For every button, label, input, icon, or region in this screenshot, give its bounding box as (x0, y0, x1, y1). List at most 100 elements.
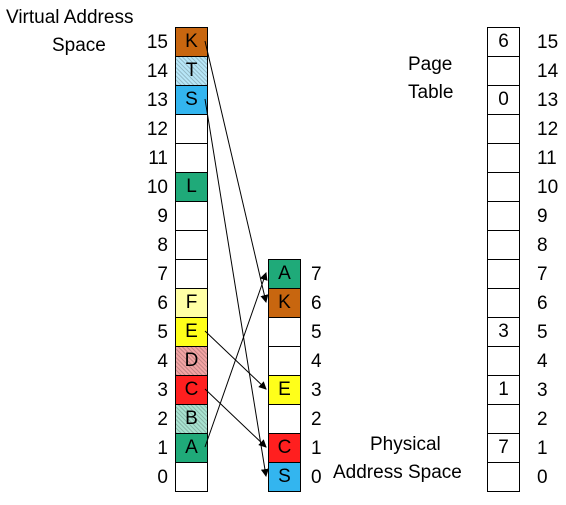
page-table-cell-12 (487, 114, 520, 144)
physical-cell-3: E (268, 375, 301, 405)
virtual-index-label: 11 (148, 148, 168, 169)
virtual-index-label: 1 (157, 438, 168, 459)
page-table-label-line2: Table (408, 82, 454, 103)
virtual-cell-8 (175, 230, 208, 260)
virtual-index-label: 9 (157, 206, 168, 227)
virtual-index-label: 12 (146, 119, 168, 140)
virtual-cell-4: D (175, 346, 208, 376)
page-table-index-label: 10 (537, 177, 559, 198)
virtual-index-label: 8 (157, 235, 168, 256)
virtual-cell-13: S (175, 85, 208, 115)
virtual-cell-11 (175, 143, 208, 173)
page-table-index-label: 3 (537, 380, 548, 401)
page-table-cell-1: 7 (487, 433, 520, 463)
page-table-cell-value: 7 (498, 437, 509, 458)
mapping-arrow-15-to-6 (204, 40, 269, 303)
physical-index-label: 0 (311, 467, 322, 488)
virtual-index-label: 3 (157, 380, 168, 401)
page-table-cell-6 (487, 288, 520, 318)
virtual-index-label: 5 (157, 322, 168, 343)
physical-cell-6: K (268, 288, 301, 318)
mapping-arrow-5-to-3 (204, 330, 267, 390)
virtual-cell-10: L (175, 172, 208, 202)
virtual-cell-value: S (185, 89, 198, 110)
physical-cell-value: C (277, 437, 292, 458)
physical-index-label: 5 (311, 322, 322, 343)
virtual-index-label: 13 (146, 90, 168, 111)
virtual-cell-15: K (175, 27, 208, 57)
virtual-cell-3: C (175, 375, 208, 405)
virtual-cell-value: K (185, 31, 198, 52)
mapping-arrow-1-to-7 (204, 272, 268, 448)
virtual-cell-value: L (186, 176, 197, 197)
page-table-index-label: 15 (537, 32, 559, 53)
page-table-cell-value: 0 (498, 89, 509, 110)
page-table-cell-value: 1 (498, 379, 509, 400)
virtual-cell-12 (175, 114, 208, 144)
mapping-arrow-13-to-0 (204, 98, 269, 477)
virtual-cell-9 (175, 201, 208, 231)
page-table-cell-10 (487, 172, 520, 202)
page-table-cell-5: 3 (487, 317, 520, 347)
physical-cell-value: A (278, 263, 291, 284)
page-table-index-label: 8 (537, 235, 548, 256)
physical-index-label: 6 (311, 293, 322, 314)
physical-cell-value: S (278, 466, 291, 487)
page-table-index-label: 12 (537, 119, 559, 140)
physical-cell-5 (268, 317, 301, 347)
virtual-cell-value: C (184, 379, 199, 400)
page-table-cell-7 (487, 259, 520, 289)
physical-space-label-line2: Address Space (333, 462, 462, 483)
page-table-cell-11 (487, 143, 520, 173)
virtual-space-label-line1: Virtual Address (6, 7, 134, 28)
page-table-cell-9 (487, 201, 520, 231)
page-table-index-label: 2 (537, 409, 548, 430)
page-table-cell-4 (487, 346, 520, 376)
virtual-index-label: 2 (157, 409, 168, 430)
page-table-cell-8 (487, 230, 520, 260)
virtual-cell-value: T (185, 60, 198, 81)
page-table-cell-13: 0 (487, 85, 520, 115)
physical-cell-4 (268, 346, 301, 376)
virtual-index-label: 14 (146, 61, 168, 82)
virtual-index-label: 7 (157, 264, 168, 285)
physical-index-label: 3 (311, 380, 322, 401)
mapping-arrow-3-to-1 (204, 388, 267, 448)
page-table-cell-3: 1 (487, 375, 520, 405)
physical-cell-1: C (268, 433, 301, 463)
page-table-index-label: 0 (537, 467, 548, 488)
page-table-index-label: 1 (537, 438, 548, 459)
page-table-cell-15: 6 (487, 27, 520, 57)
page-table-index-label: 14 (537, 61, 559, 82)
virtual-cell-value: F (185, 292, 198, 313)
virtual-space-label-line2: Space (52, 35, 106, 56)
page-table-cell-value: 3 (498, 321, 509, 342)
physical-cell-0: S (268, 462, 301, 492)
page-table-index-label: 7 (537, 264, 548, 285)
page-table-index-label: 13 (537, 90, 559, 111)
virtual-cell-2: B (175, 404, 208, 434)
page-table-cell-0 (487, 462, 520, 492)
virtual-index-label: 6 (157, 293, 168, 314)
virtual-cell-1: A (175, 433, 208, 463)
physical-cell-value: E (278, 379, 291, 400)
virtual-index-label: 0 (157, 467, 168, 488)
virtual-cell-5: E (175, 317, 208, 347)
physical-cell-2 (268, 404, 301, 434)
page-table-index-label: 6 (537, 293, 548, 314)
virtual-cell-6: F (175, 288, 208, 318)
physical-index-label: 7 (311, 264, 322, 285)
virtual-index-label: 15 (146, 32, 168, 53)
physical-cell-7: A (268, 259, 301, 289)
page-table-cell-value: 6 (498, 31, 509, 52)
page-table-cell-2 (487, 404, 520, 434)
virtual-index-label: 10 (146, 177, 168, 198)
physical-cell-value: K (278, 292, 291, 313)
page-table-index-label: 11 (537, 148, 557, 169)
physical-index-label: 4 (311, 351, 322, 372)
virtual-cell-value: B (185, 408, 198, 429)
virtual-cell-value: A (185, 437, 198, 458)
physical-index-label: 2 (311, 409, 322, 430)
page-table-label-line1: Page (408, 54, 453, 75)
virtual-cell-0 (175, 462, 208, 492)
